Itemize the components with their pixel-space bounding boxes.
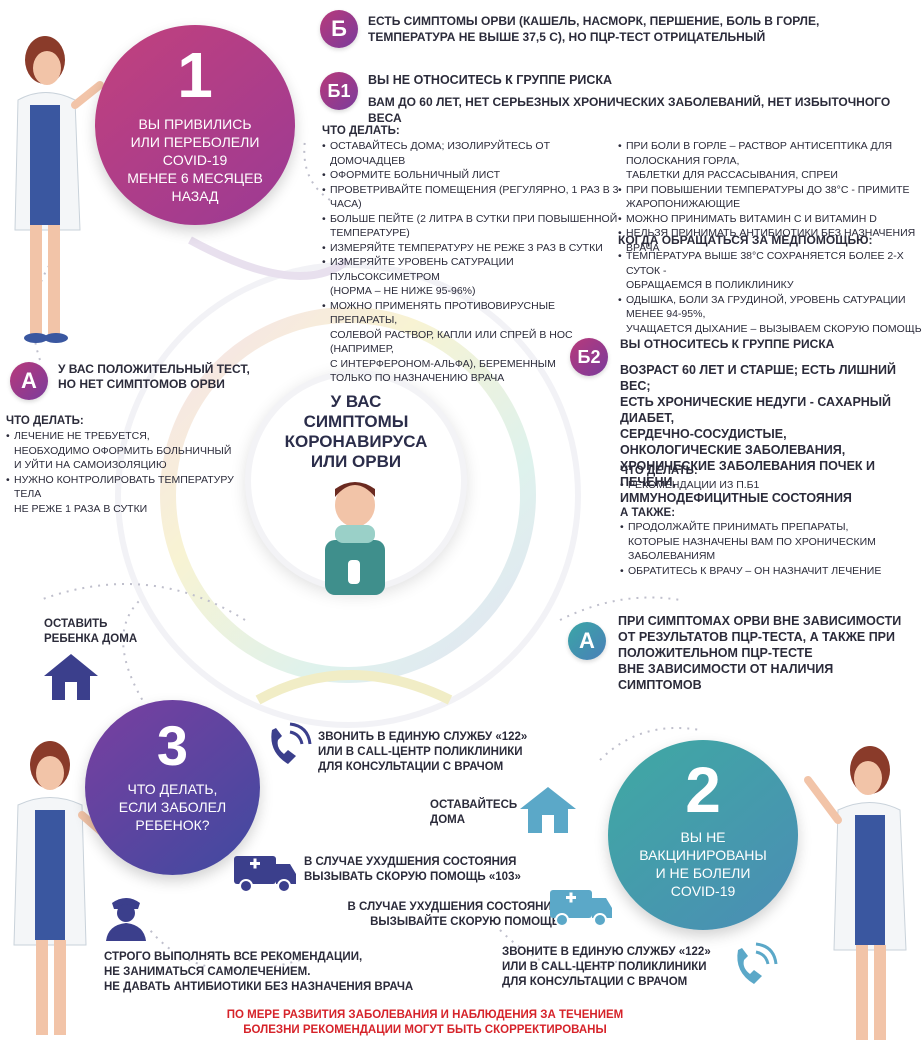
circle-2-text: ВЫ НЕ ВАКЦИНИРОВАНЫ И НЕ БОЛЕЛИ COVID-19 xyxy=(639,829,767,899)
nurse-icon xyxy=(106,898,146,941)
doctor-illustration-bottom-left xyxy=(13,741,109,1035)
child-call-text: ЗВОНИТЬ В ЕДИНУЮ СЛУЖБУ «122» ИЛИ В CALL… xyxy=(318,731,528,773)
footer-note: ПО МЕРЕ РАЗВИТИЯ ЗАБОЛЕВАНИЯ И НАБЛЮДЕНИ… xyxy=(226,1009,624,1036)
list-item: ИЗМЕРЯЙТЕ УРОВЕНЬ САТУРАЦИИ ПУЛЬСОКСИМЕТ… xyxy=(322,255,622,299)
adult-stay-home-text: ОСТАВАЙТЕСЬ ДОМА xyxy=(430,799,518,826)
list-item: ПРИ БОЛИ В ГОРЛЕ – РАСТВОР АНТИСЕПТИКА Д… xyxy=(618,139,922,183)
section-b2-title: ВЫ ОТНОСИТЕСЬ К ГРУППЕ РИСКА xyxy=(620,337,835,351)
phone-icon xyxy=(737,942,778,984)
doctor-illustration-top-left xyxy=(14,36,104,343)
circle-3-number: 3 xyxy=(156,714,189,777)
sick-person-illustration xyxy=(325,482,385,595)
child-stay-home-text: ОСТАВИТЬ РЕБЕНКА ДОМА xyxy=(44,618,138,645)
list-item: МОЖНО ПРИМЕНЯТЬ ПРОТИВОВИРУСНЫЕ ПРЕПАРАТ… xyxy=(322,299,622,386)
section-b2-todo-list: РЕКОМЕНДАЦИИ ИЗ П.Б1 xyxy=(620,478,920,493)
circle-1-text: ВЫ ПРИВИЛИСЬ ИЛИ ПЕРЕБОЛЕЛИ COVID-19 МЕН… xyxy=(127,116,263,204)
circle-2-number: 2 xyxy=(685,754,721,826)
adult-ambulance-text: В СЛУЧАЕ УХУДШЕНИЯ СОСТОЯНИЯ ВЫЗЫВАЙТЕ С… xyxy=(347,901,560,928)
section-b2-also-title: А ТАКЖЕ: xyxy=(620,507,676,519)
section-b1-when-title: КОГДА ОБРАЩАТЬСЯ ЗА МЕДПОМОЩЬЮ: xyxy=(618,233,873,247)
list-item: ПРИ ПОВЫШЕНИИ ТЕМПЕРАТУРЫ ДО 38°С - ПРИМ… xyxy=(618,183,922,212)
badge-b2: Б2 xyxy=(570,338,608,376)
center-title: У ВАС СИМПТОМЫ КОРОНАВИРУСА ИЛИ ОРВИ xyxy=(284,392,428,471)
list-item: ПРОДОЛЖАЙТЕ ПРИНИМАТЬ ПРЕПАРАТЫ, КОТОРЫЕ… xyxy=(620,520,920,564)
section-b1-todo-left: ОСТАВАЙТЕСЬ ДОМА; ИЗОЛИРУЙТЕСЬ ОТ ДОМОЧА… xyxy=(322,139,622,386)
doctor-illustration-bottom-right xyxy=(804,746,907,1040)
list-item: МОЖНО ПРИНИМАТЬ ВИТАМИН С И ВИТАМИН D xyxy=(618,212,922,227)
section-b1-todo-title: ЧТО ДЕЛАТЬ: xyxy=(322,125,400,137)
list-item: ОДЫШКА, БОЛИ ЗА ГРУДИНОЙ, УРОВЕНЬ САТУРА… xyxy=(618,293,922,337)
adult-call-text: ЗВОНИТЕ В ЕДИНУЮ СЛУЖБУ «122» ИЛИ В CALL… xyxy=(502,946,711,988)
list-item: БОЛЬШЕ ПЕЙТЕ (2 ЛИТРА В СУТКИ ПРИ ПОВЫШЕ… xyxy=(322,212,622,241)
ambulance-icon xyxy=(234,856,296,893)
badge-a-left: А xyxy=(10,362,48,400)
section-a-left-todo-title: ЧТО ДЕЛАТЬ: xyxy=(6,415,84,427)
list-item: ОСТАВАЙТЕСЬ ДОМА; ИЗОЛИРУЙТЕСЬ ОТ ДОМОЧА… xyxy=(322,139,622,168)
section-b1-todo-right: ПРИ БОЛИ В ГОРЛЕ – РАСТВОР АНТИСЕПТИКА Д… xyxy=(618,139,922,255)
section-b1-when-list: ТЕМПЕРАТУРА ВЫШЕ 38°С СОХРАНЯЕТСЯ БОЛЕЕ … xyxy=(618,249,922,336)
house-icon xyxy=(44,654,98,700)
section-a-left-text: У ВАС ПОЛОЖИТЕЛЬНЫЙ ТЕСТ, НО НЕТ СИМПТОМ… xyxy=(58,362,250,391)
circle-1: 1 ВЫ ПРИВИЛИСЬ ИЛИ ПЕРЕБОЛЕЛИ COVID-19 М… xyxy=(95,25,295,225)
list-item: ЛЕЧЕНИЕ НЕ ТРЕБУЕТСЯ, НЕОБХОДИМО ОФОРМИТ… xyxy=(6,429,246,473)
circle-2: 2 ВЫ НЕ ВАКЦИНИРОВАНЫ И НЕ БОЛЕЛИ COVID-… xyxy=(608,740,798,930)
section-b2-todo-title: ЧТО ДЕЛАТЬ: xyxy=(620,465,698,477)
badge-b: Б xyxy=(320,10,358,48)
circle-1-number: 1 xyxy=(177,39,213,111)
badge-b1: Б1 xyxy=(320,72,358,110)
section-b1-subtitle: ВАМ ДО 60 ЛЕТ, НЕТ СЕРЬЕЗНЫХ ХРОНИЧЕСКИХ… xyxy=(368,95,891,125)
list-item: РЕКОМЕНДАЦИИ ИЗ П.Б1 xyxy=(620,478,920,493)
section-a-right-text: ПРИ СИМПТОМАХ ОРВИ ВНЕ ЗАВИСИМОСТИ ОТ РЕ… xyxy=(618,614,902,692)
list-item: ОБРАТИТЕСЬ К ВРАЧУ – ОН НАЗНАЧИТ ЛЕЧЕНИЕ xyxy=(620,564,920,579)
section-b2-desc: ВОЗРАСТ 60 ЛЕТ И СТАРШЕ; ЕСТЬ ЛИШНИЙ ВЕС… xyxy=(620,363,897,505)
list-item: ИЗМЕРЯЙТЕ ТЕМПЕРАТУРУ НЕ РЕЖЕ 3 РАЗ В СУ… xyxy=(322,241,622,256)
ambulance-icon xyxy=(550,890,612,927)
list-item: ТЕМПЕРАТУРА ВЫШЕ 38°С СОХРАНЯЕТСЯ БОЛЕЕ … xyxy=(618,249,922,293)
house-icon xyxy=(520,787,576,833)
list-item: ОФОРМИТЕ БОЛЬНИЧНЫЙ ЛИСТ xyxy=(322,168,622,183)
section-b-text: ЕСТЬ СИМПТОМЫ ОРВИ (КАШЕЛЬ, НАСМОРК, ПЕР… xyxy=(368,14,820,44)
section-b1-title: ВЫ НЕ ОТНОСИТЕСЬ К ГРУППЕ РИСКА xyxy=(368,73,613,87)
circle-3: 3 ЧТО ДЕЛАТЬ, ЕСЛИ ЗАБОЛЕЛ РЕБЕНОК? xyxy=(85,700,260,875)
section-a-left-todo-list: ЛЕЧЕНИЕ НЕ ТРЕБУЕТСЯ, НЕОБХОДИМО ОФОРМИТ… xyxy=(6,429,246,516)
badge-a-right: А xyxy=(568,622,606,660)
circle-3-text: ЧТО ДЕЛАТЬ, ЕСЛИ ЗАБОЛЕЛ РЕБЕНОК? xyxy=(118,781,227,833)
list-item: ПРОВЕТРИВАЙТЕ ПОМЕЩЕНИЯ (РЕГУЛЯРНО, 1 РА… xyxy=(322,183,622,212)
child-strict-text: СТРОГО ВЫПОЛНЯТЬ ВСЕ РЕКОМЕНДАЦИИ, НЕ ЗА… xyxy=(104,951,414,993)
list-item: НУЖНО КОНТРОЛИРОВАТЬ ТЕМПЕРАТУРУ ТЕЛА НЕ… xyxy=(6,473,246,517)
center-circle: У ВАС СИМПТОМЫ КОРОНАВИРУСА ИЛИ ОРВИ xyxy=(245,370,467,610)
phone-icon xyxy=(271,722,312,764)
section-b2-also-list: ПРОДОЛЖАЙТЕ ПРИНИМАТЬ ПРЕПАРАТЫ, КОТОРЫЕ… xyxy=(620,520,920,578)
child-ambulance-text: В СЛУЧАЕ УХУДШЕНИЯ СОСТОЯНИЯ ВЫЗЫВАТЬ СК… xyxy=(304,856,521,883)
